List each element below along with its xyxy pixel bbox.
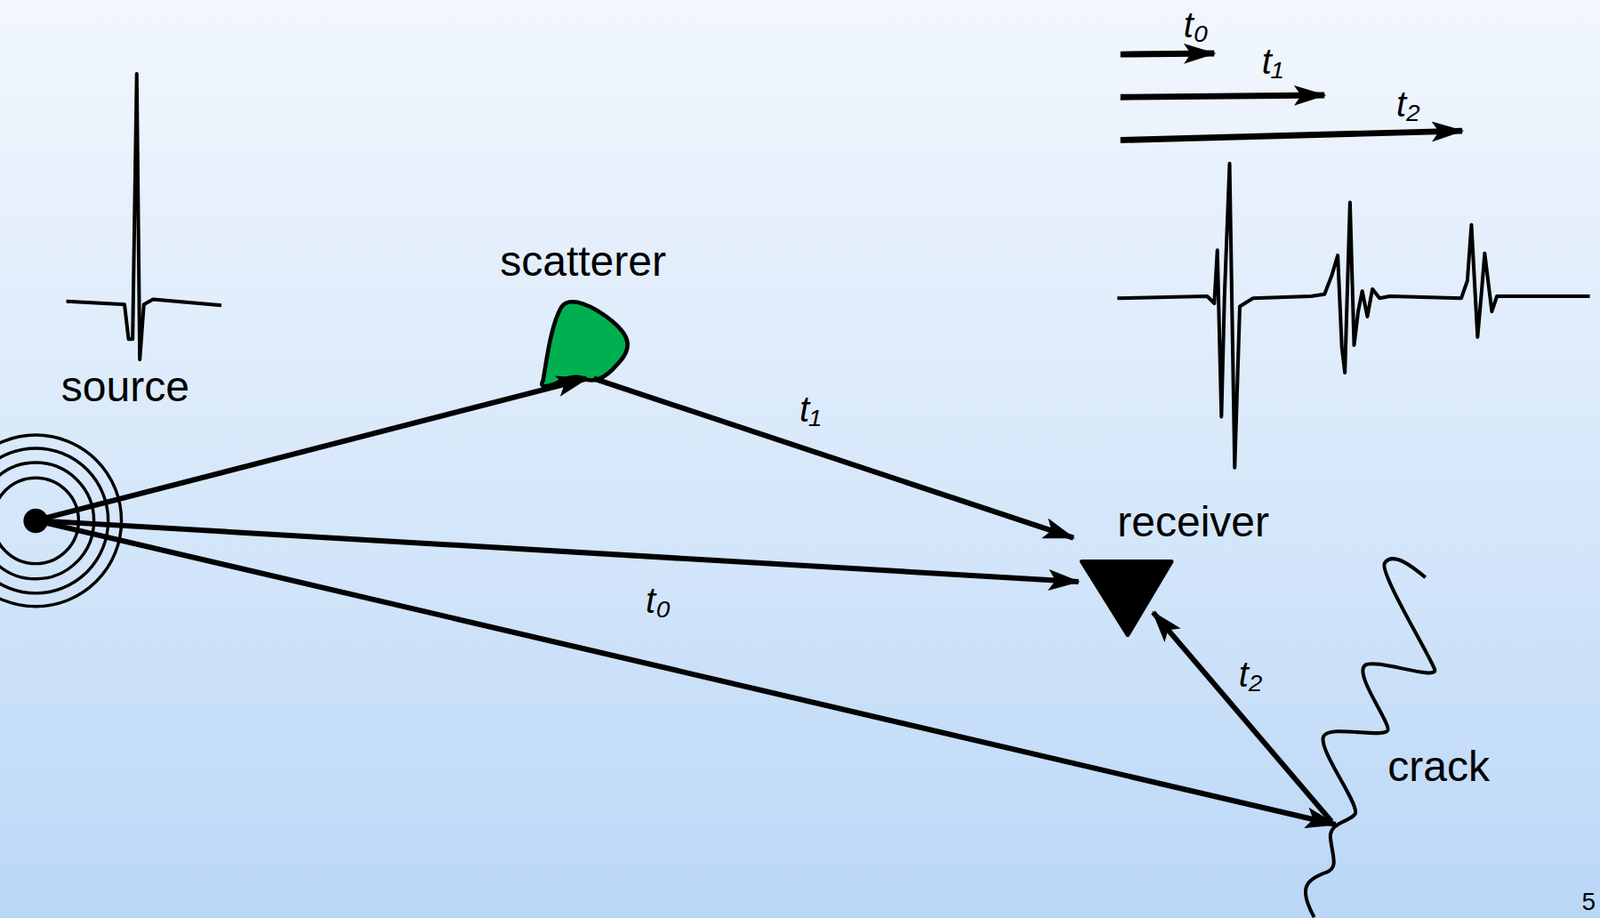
node-outline [1305, 558, 1435, 917]
ray-arrow [594, 378, 1074, 539]
node-text-wrap: receiver [1117, 497, 1270, 547]
node-outline [541, 301, 628, 386]
label-wrap: t₁ [1262, 41, 1284, 81]
node-outline [1081, 561, 1172, 636]
ray-arrow [35, 378, 587, 521]
travel-time-label: t₂ [1238, 654, 1263, 694]
travel-time-label: t₁ [799, 389, 821, 429]
label-wrap: t₂ [1396, 84, 1420, 124]
edge-label-wrap: t₁ [799, 389, 821, 429]
time-label: t₀ [1183, 5, 1209, 45]
time-arrow [1120, 95, 1325, 97]
ray-arrow [35, 520, 1336, 825]
travel-time-label: t₀ [645, 580, 671, 620]
label-wrap: 5 [1582, 888, 1597, 917]
node-shape [1295, 555, 1440, 917]
node-text-wrap: crack [1387, 741, 1490, 791]
ray-arrow [35, 520, 1079, 582]
time-arrow [1120, 53, 1215, 55]
node-shape [1079, 559, 1174, 637]
time-arrow [1120, 130, 1463, 140]
label-wrap: t₀ [1183, 5, 1209, 45]
time-label: t₂ [1396, 84, 1420, 124]
ray-arrow [1152, 611, 1332, 821]
node-text-wrap: scatterer [499, 236, 667, 286]
seismogram [1117, 163, 1590, 468]
node-text-wrap: source [61, 361, 190, 411]
receiver-node: receiver [1079, 559, 1174, 637]
node-label: source [61, 362, 190, 411]
crack-node: crack [1295, 555, 1440, 917]
page-number: 5 [1582, 887, 1597, 916]
edge-label-wrap: t₀ [645, 580, 671, 620]
scatterer-node: scatterer [538, 298, 631, 389]
edge-label-wrap: t₂ [1238, 654, 1263, 694]
source-pulse [66, 73, 222, 360]
node-label: crack [1387, 742, 1490, 790]
node-label: scatterer [499, 237, 667, 285]
time-arrows [1120, 53, 1463, 141]
time-label: t₁ [1262, 41, 1284, 81]
node-shape [538, 298, 631, 389]
node-label: receiver [1117, 498, 1270, 546]
